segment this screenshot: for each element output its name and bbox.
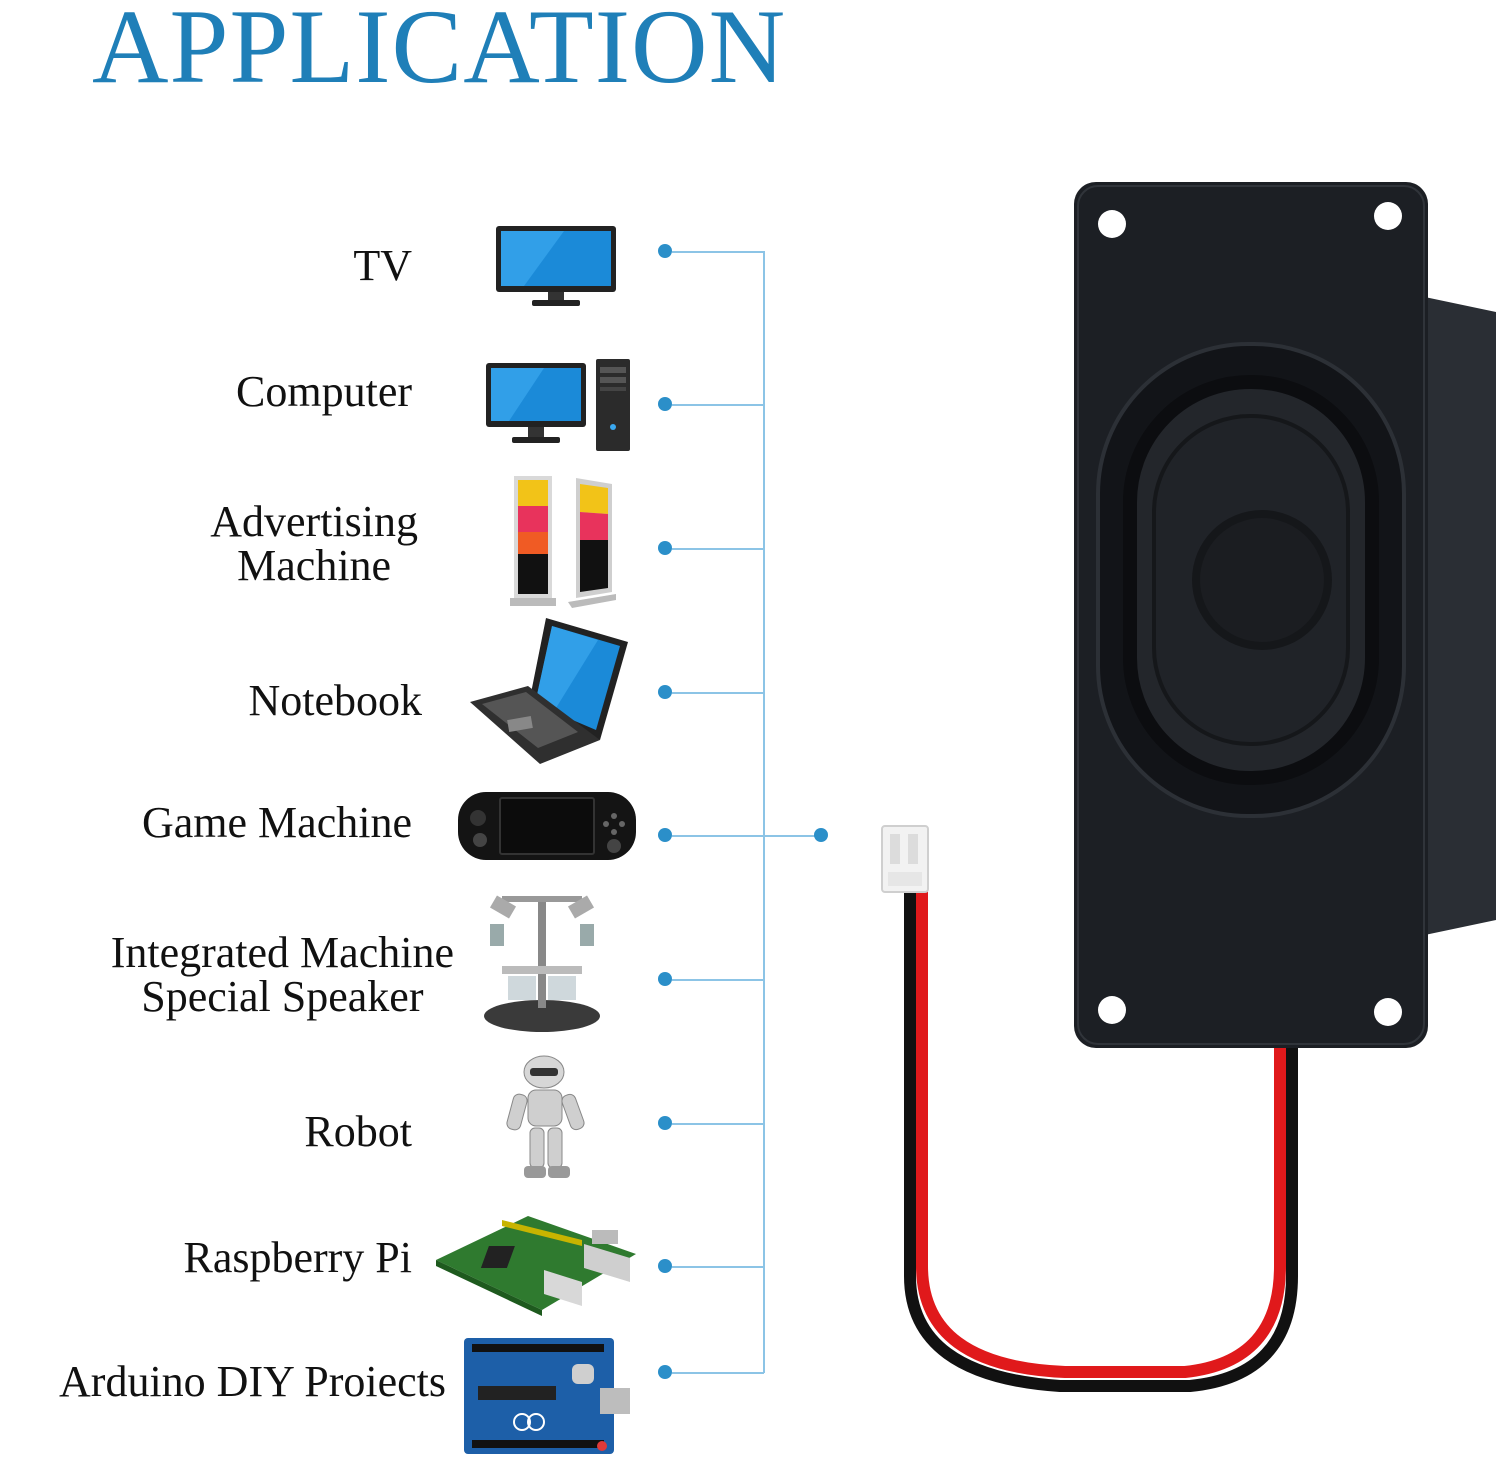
label-line: Special Speaker xyxy=(141,972,424,1021)
application-label-game-machine: Game Machine xyxy=(142,798,412,847)
connector-dot xyxy=(658,685,672,699)
connector-line xyxy=(672,979,764,981)
connector-line xyxy=(672,1123,764,1125)
application-label-notebook: Notebook xyxy=(248,676,422,725)
application-label-raspberry-pi: Raspberry Pi xyxy=(183,1233,412,1282)
application-label-computer: Computer xyxy=(236,367,412,416)
robot-icon xyxy=(498,1054,594,1182)
page-title: APPLICATION xyxy=(92,0,787,105)
connector-line xyxy=(672,548,764,550)
jst-connector-icon xyxy=(881,825,929,893)
connector-line xyxy=(672,1372,764,1374)
connector-line xyxy=(672,692,764,694)
raspberry-pi-board-icon xyxy=(432,1210,640,1318)
application-label-integrated-machine: Integrated Machine Special Speaker xyxy=(111,931,454,1019)
handheld-console-icon xyxy=(456,788,638,864)
application-label-tv: TV xyxy=(353,241,412,290)
connector-trunk xyxy=(763,251,765,1373)
connector-line xyxy=(672,1266,764,1268)
application-label-robot: Robot xyxy=(304,1107,412,1156)
connector-dot xyxy=(658,244,672,258)
label-line: Integrated Machine xyxy=(110,928,454,977)
laptop-icon xyxy=(468,616,630,766)
connector-dot xyxy=(658,1365,672,1379)
label-line: Advertising xyxy=(210,497,418,546)
connector-line xyxy=(672,404,764,406)
application-label-advertising-machine: Advertising Machine xyxy=(210,500,418,588)
advertising-kiosk-icon xyxy=(510,474,618,608)
connector-dot-main xyxy=(814,828,828,842)
connector-dot xyxy=(658,397,672,411)
connector-dot xyxy=(658,972,672,986)
connector-dot xyxy=(658,1116,672,1130)
connector-dot xyxy=(658,828,672,842)
connector-dot xyxy=(658,1259,672,1273)
desktop-computer-icon xyxy=(484,357,632,453)
connector-dot xyxy=(658,541,672,555)
connector-line xyxy=(672,835,822,837)
speaker-icon xyxy=(860,176,1500,1402)
label-line: Machine xyxy=(237,541,392,590)
application-label-arduino: Arduino DIY Proiects xyxy=(59,1357,446,1406)
tv-icon xyxy=(494,224,618,308)
arduino-board-icon xyxy=(462,1336,632,1456)
connector-line xyxy=(672,251,764,253)
industrial-machine-icon xyxy=(482,890,606,1034)
